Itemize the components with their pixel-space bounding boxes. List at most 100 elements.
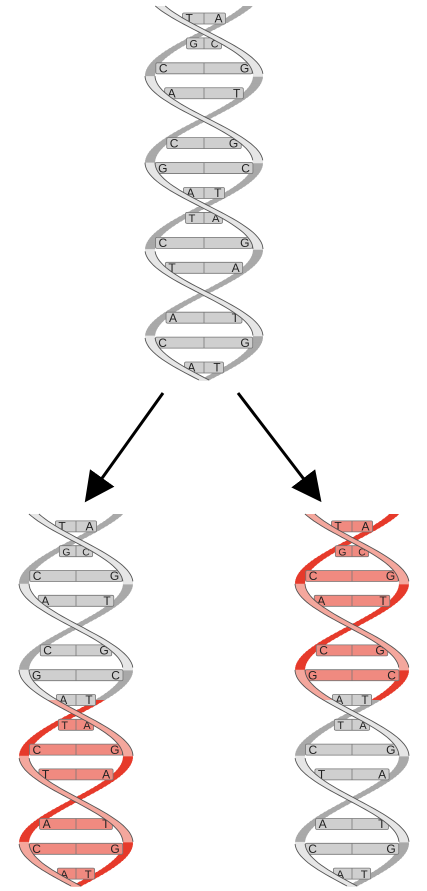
strand-segment xyxy=(298,593,310,596)
strand-segment xyxy=(243,90,256,94)
strand-segment xyxy=(308,560,322,564)
strand-segment xyxy=(318,553,333,557)
strand-segment xyxy=(383,516,397,520)
strand-segment xyxy=(151,146,165,150)
strand-segment xyxy=(150,321,163,325)
strand-segment xyxy=(149,260,162,264)
strand-segment xyxy=(116,741,129,745)
base-left-label: T xyxy=(189,213,196,225)
strand-segment xyxy=(145,73,156,77)
strand-segment xyxy=(159,52,173,56)
strand-segment xyxy=(396,834,408,838)
strand-segment xyxy=(122,753,133,757)
strand-segment xyxy=(233,10,247,14)
strand-segment xyxy=(385,860,399,864)
strand-segment xyxy=(252,337,263,341)
strand-segment xyxy=(297,658,310,662)
strand-edge xyxy=(154,5,264,381)
strand-segment xyxy=(96,523,111,527)
strand-segment xyxy=(25,739,39,743)
strand-segment xyxy=(95,783,110,787)
strand-segment xyxy=(356,532,371,536)
strand-segment xyxy=(295,758,306,762)
strand-segment xyxy=(145,164,156,168)
base-right-label: A xyxy=(232,261,240,275)
strand-segment xyxy=(301,567,314,571)
strand-segment xyxy=(382,862,396,866)
strand-segment xyxy=(317,813,331,817)
base-left-label: A xyxy=(335,693,343,707)
strand-segment xyxy=(251,242,263,246)
strand-segment xyxy=(252,73,263,77)
strand-segment xyxy=(220,279,235,283)
strand-segment xyxy=(122,839,133,843)
strand-segment xyxy=(251,330,263,334)
strand-segment xyxy=(248,64,261,68)
strand-segment xyxy=(145,160,156,164)
strand-segment xyxy=(229,13,244,16)
base-right-label: T xyxy=(85,693,92,707)
strand-segment xyxy=(116,681,129,685)
base-left-label: C xyxy=(319,644,328,658)
strand-segment xyxy=(42,553,57,557)
strand-segment xyxy=(19,753,30,757)
strand-segment xyxy=(27,772,40,775)
strand-segment xyxy=(204,27,219,30)
strand-segment xyxy=(300,855,313,859)
strand-segment xyxy=(295,579,306,583)
strand-segment xyxy=(165,48,180,52)
strand-segment xyxy=(99,781,113,785)
strand-segment xyxy=(80,532,95,536)
strand-segment xyxy=(369,611,384,615)
base-right-label: C xyxy=(211,39,219,51)
strand-segment xyxy=(247,85,260,89)
strand-segment xyxy=(388,858,402,862)
strand-segment xyxy=(114,683,127,687)
strand-segment xyxy=(202,288,218,292)
strand-segment xyxy=(145,253,157,257)
strand-segment xyxy=(92,872,107,875)
strand-segment xyxy=(246,62,259,66)
strand-segment xyxy=(315,555,329,559)
strand-segment xyxy=(20,762,32,766)
base-left-label: A xyxy=(60,869,68,881)
strand-segment xyxy=(47,637,62,641)
strand-segment xyxy=(28,737,41,741)
strand-segment xyxy=(115,855,128,859)
strand-segment xyxy=(232,358,247,362)
strand-edge xyxy=(304,583,410,842)
strand-segment xyxy=(112,772,125,775)
base-left-label: T xyxy=(185,12,193,26)
strand-segment xyxy=(224,277,239,281)
base-right-label: C xyxy=(358,547,366,558)
strand-segment xyxy=(301,769,314,773)
strand-segment xyxy=(337,802,352,806)
strand-segment xyxy=(397,748,409,752)
strand-segment xyxy=(96,869,110,873)
strand-segment xyxy=(20,676,32,680)
strand-segment xyxy=(122,581,133,585)
strand-segment xyxy=(249,153,262,157)
strand-segment xyxy=(180,300,195,304)
strand-segment xyxy=(110,514,124,517)
base-left-label: A xyxy=(336,869,344,881)
strand-segment xyxy=(367,786,382,789)
strand-segment xyxy=(39,555,53,559)
strand-segment xyxy=(23,681,36,685)
strand-segment xyxy=(25,567,38,571)
strand-segment xyxy=(296,834,308,838)
strand-segment xyxy=(122,844,133,848)
strand-segment xyxy=(252,249,263,253)
strand-segment xyxy=(147,326,159,330)
strand-segment xyxy=(121,576,133,580)
strand-segment xyxy=(44,725,59,729)
base-left-label: A xyxy=(319,817,327,831)
strand-segment xyxy=(111,651,125,655)
strand-segment xyxy=(19,588,31,592)
strand-segment xyxy=(390,653,403,657)
strand-segment xyxy=(122,751,133,755)
parent-back-strand xyxy=(145,6,263,381)
strand-segment xyxy=(122,586,133,589)
